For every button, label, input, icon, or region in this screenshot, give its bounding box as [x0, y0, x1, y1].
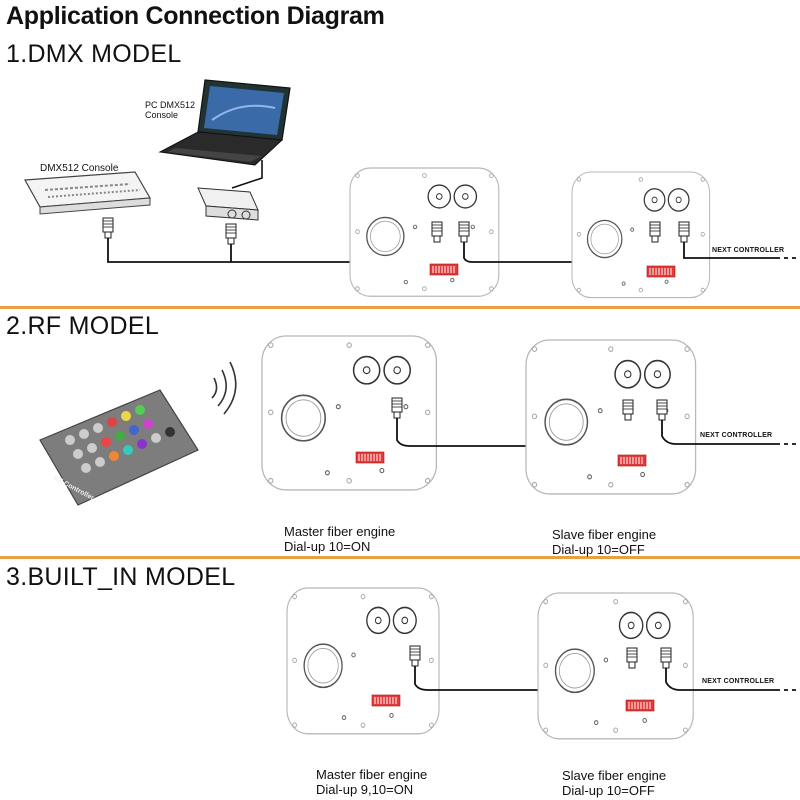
dip-switch: [646, 265, 676, 278]
fiber-engine-panel: [261, 335, 438, 491]
section-divider: [0, 306, 800, 309]
master-caption-line2: Dial-up 9,10=ON: [316, 782, 414, 797]
master-caption-line1: Master fiber engine: [316, 767, 428, 782]
console-label: DMX512 Console: [40, 163, 119, 174]
dmx-converter-icon: [197, 187, 259, 221]
dip-switch: [371, 694, 401, 707]
section-heading-dmx: 1.DMX MODEL: [6, 40, 182, 68]
slave-caption-line1: Slave fiber engine: [552, 527, 657, 542]
pc-label-line2: Console: [145, 110, 179, 120]
dip-switch: [429, 263, 459, 276]
slave-caption-line1: Slave fiber engine: [562, 768, 667, 783]
page-title: Application Connection Diagram: [6, 2, 385, 30]
laptop-icon: [158, 79, 291, 166]
wireless-signal-icon: [211, 361, 237, 415]
master-caption-line1: Master fiber engine: [284, 524, 396, 539]
section-divider: [0, 556, 800, 559]
section-heading-rf: 2.RF MODEL: [6, 312, 160, 340]
fiber-engine-panel: [525, 339, 697, 495]
slave-caption-line2: Dial-up 10=OFF: [552, 542, 645, 557]
pc-label-line1: PC DMX512: [145, 100, 196, 110]
rf-remote-icon: [39, 389, 199, 506]
fiber-engine-panel: [537, 592, 694, 740]
dip-switch: [355, 451, 385, 464]
fiber-engine-panel: [349, 167, 500, 297]
dip-switch: [617, 454, 647, 467]
next-controller-label: NEXT CONTROLLER: [702, 678, 775, 685]
master-caption-line2: Dial-up 10=ON: [284, 539, 371, 554]
dmx512-console: [24, 171, 151, 215]
slave-caption-line2: Dial-up 10=OFF: [562, 783, 655, 798]
next-controller-label: NEXT CONTROLLER: [712, 247, 785, 254]
dip-switch: [625, 699, 655, 712]
next-controller-label: NEXT CONTROLLER: [700, 432, 773, 439]
section-heading-built-in: 3.BUILT_IN MODEL: [6, 563, 236, 591]
